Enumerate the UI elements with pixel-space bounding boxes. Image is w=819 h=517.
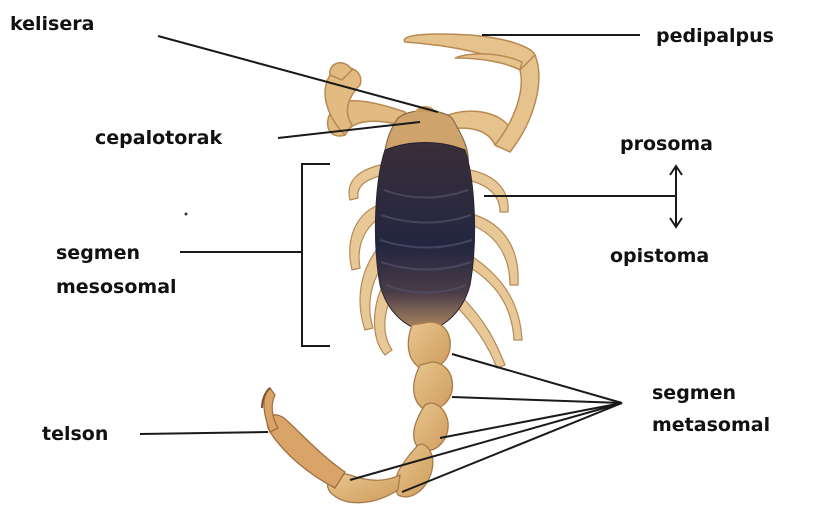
label-pedipalpus: pedipalpus xyxy=(656,24,774,48)
telson-line xyxy=(140,432,268,434)
label-segmen-mesosomal-line1: segmen xyxy=(56,240,177,266)
label-prosoma: prosoma xyxy=(620,132,713,156)
metasomal-line-1 xyxy=(452,354,622,403)
metasomal-line-2 xyxy=(452,397,622,403)
metasomal-line-3 xyxy=(440,403,622,438)
label-cepalotorak: cepalotorak xyxy=(95,126,222,150)
speck xyxy=(185,213,188,216)
kelisera-line xyxy=(158,36,438,112)
mesosoma xyxy=(375,143,474,331)
label-kelisera: kelisera xyxy=(10,12,94,36)
mesosomal-bracket xyxy=(302,164,330,346)
label-segmen-metasomal-line2: metasomal xyxy=(652,412,770,438)
label-segmen-metasomal-line1: segmen xyxy=(652,380,770,406)
label-telson: telson xyxy=(42,422,108,446)
label-segmen-mesosomal-line2: mesosomal xyxy=(56,274,177,300)
label-segmen-metasomal: segmen metasomal xyxy=(652,380,770,438)
metasomal-line-4 xyxy=(350,403,622,480)
telson-shape xyxy=(262,388,345,488)
label-opistoma: opistoma xyxy=(610,244,709,268)
label-segmen-mesosomal: segmen mesosomal xyxy=(56,240,177,300)
